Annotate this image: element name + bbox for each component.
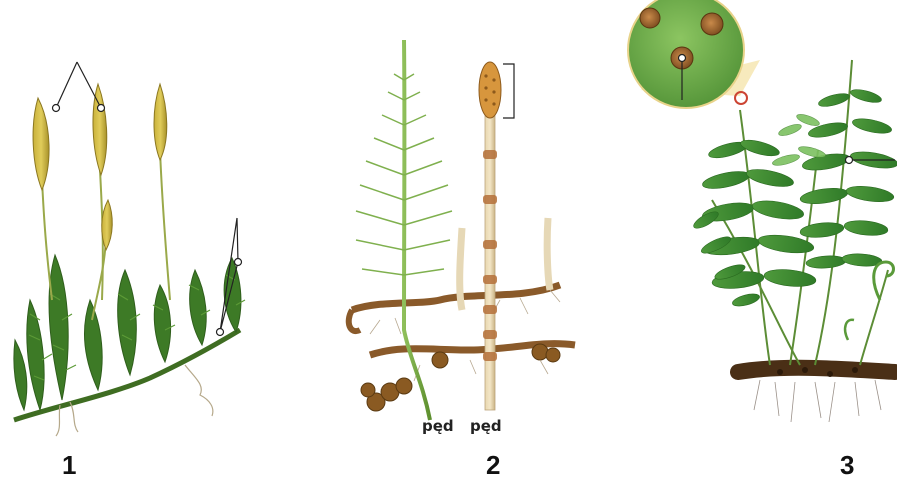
figure-number-2: 2 [486,450,500,478]
club-moss-illustration [14,62,245,436]
horsetail-illustration: pęd pęd [349,40,575,435]
figure-number-3: 3 [840,450,854,478]
shoot-label-fertile: pęd [470,417,502,435]
shoot-label-sterile: pęd [422,417,454,435]
figure-number-1: 1 [62,450,76,478]
fern-illustration [628,0,897,422]
